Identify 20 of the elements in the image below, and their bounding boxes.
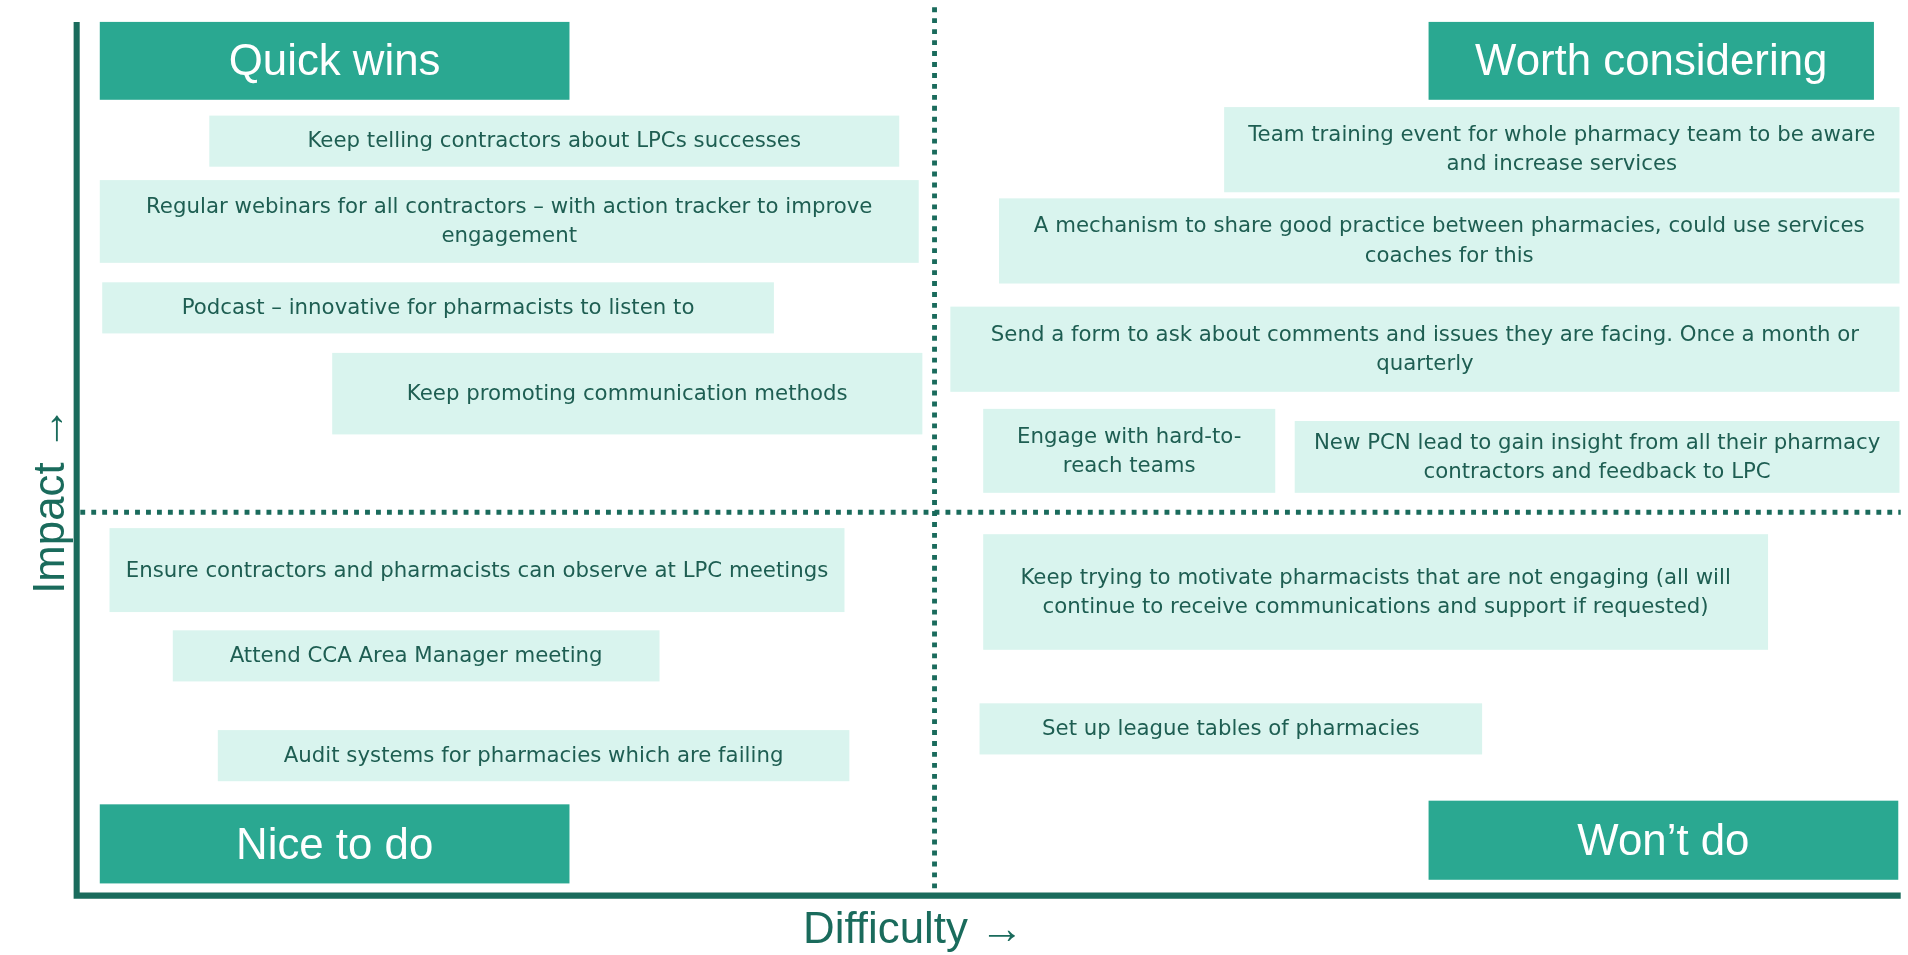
quadrant-header: Won’t do: [1428, 800, 1899, 880]
sticky-note: Regular webinars for all contractors – with action tracker to improve engagement: [99, 180, 919, 263]
sticky-note: New PCN lead to gain insight from all their pharmacy contractors and feedback to LPC: [1294, 421, 1900, 493]
sticky-note: Attend CCA Area Manager meeting: [172, 630, 660, 682]
sticky-note: Podcast – innovative for pharmacists to listen to: [102, 282, 774, 334]
sticky-note: Keep telling contractors about LPCs successes: [209, 115, 900, 167]
sticky-note: Send a form to ask about comments and issues they are facing. Once a month or quarterly: [950, 306, 1900, 392]
sticky-note: Ensure contractors and pharmacists can observe at LPC meetings: [109, 528, 845, 613]
axis-label: Impact →: [24, 406, 76, 594]
quadrant-header: Nice to do: [99, 804, 570, 884]
axis-label: Difficulty →: [803, 902, 1024, 954]
sticky-note: Set up league tables of pharmacies: [979, 703, 1483, 755]
sticky-note: Keep trying to motivate pharmacists that are not engaging (all will continue to receive communications and support if requested): [983, 534, 1769, 650]
sticky-note: Keep promoting communication methods: [332, 352, 923, 435]
quadrant-header: Worth considering: [1428, 21, 1874, 100]
sticky-note: Engage with hard-to-reach teams: [983, 408, 1276, 493]
quadrant-header: Quick wins: [99, 21, 570, 100]
sticky-note: Team training event for whole pharmacy team to be aware and increase services: [1224, 107, 1900, 193]
sticky-note: A mechanism to share good practice between pharmacies, could use services coaches for this: [999, 198, 1900, 284]
sticky-note: Audit systems for pharmacies which are failing: [217, 730, 850, 782]
